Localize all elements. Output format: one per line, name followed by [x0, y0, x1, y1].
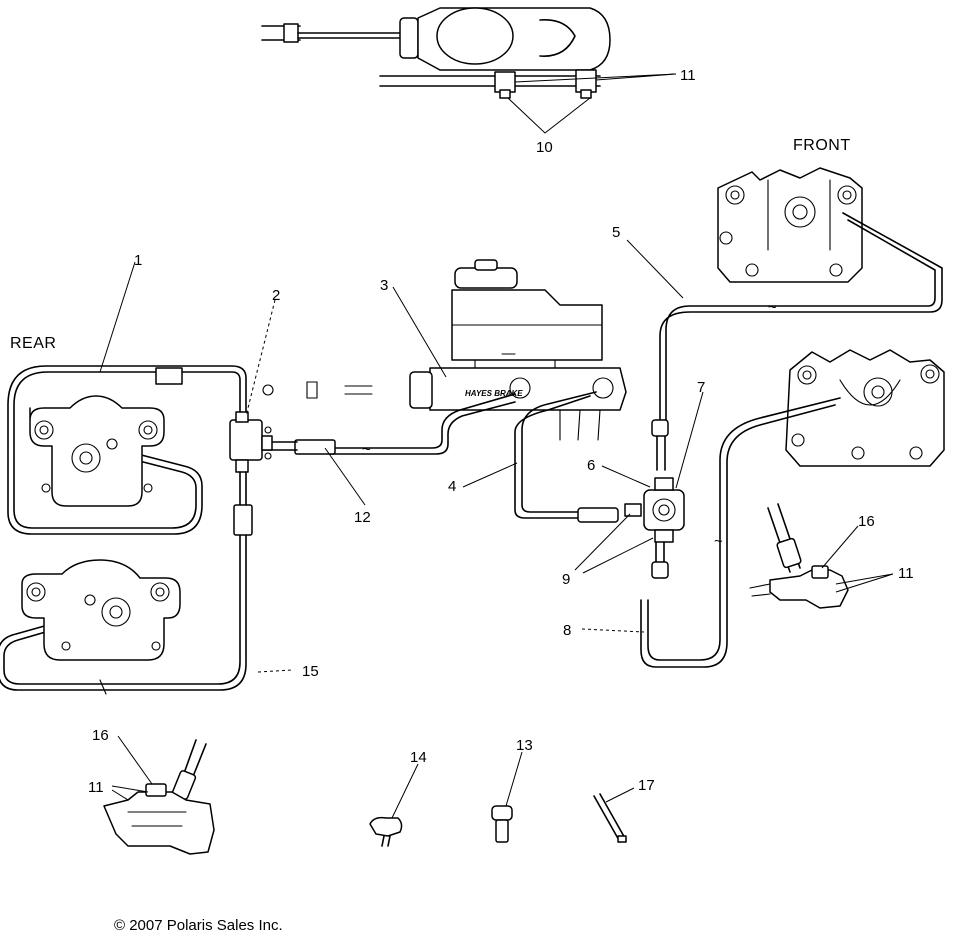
rear-caliper-lower: [21, 559, 181, 661]
hand-master-cylinder: [261, 7, 611, 99]
callout-16-bottom-label: 16: [92, 727, 109, 744]
callout-8: 8: [563, 622, 645, 639]
callout-14-label: 14: [410, 749, 427, 766]
part-14-clip: [369, 816, 403, 847]
line-15-fitting: [233, 504, 253, 536]
reservoir-bottom: [103, 739, 215, 855]
line-break-mark-2: ~: [714, 533, 723, 550]
rear-line-1-fitting: [155, 367, 183, 385]
front-brake-line-8: [640, 397, 841, 668]
part-17-tie-strap: [593, 793, 627, 843]
callout-13: 13: [505, 737, 533, 807]
rear-label: REAR: [10, 335, 56, 352]
callout-15: 15: [257, 663, 319, 680]
callout-9: 9: [562, 513, 654, 588]
front-caliper-upper: [717, 167, 863, 283]
line-break-mark: ~: [768, 299, 777, 316]
line-break-mark-3: ~: [362, 441, 371, 458]
callout-14: 14: [391, 749, 427, 819]
callout-11-top-label: 11: [680, 67, 696, 84]
callout-3: 3: [380, 277, 447, 378]
callout-2: 2: [245, 287, 280, 417]
master-cylinder-brand: HAYES BRAKE: [465, 389, 523, 398]
part-13-fastener: [491, 805, 513, 843]
callout-8-label: 8: [563, 622, 571, 639]
front-tee-block: [624, 419, 685, 579]
callout-5: 5: [612, 224, 684, 299]
reservoir-right: [749, 503, 849, 609]
front-label: FRONT: [793, 137, 851, 154]
brake-line-12: [329, 393, 516, 455]
callout-17: 17: [605, 777, 655, 803]
copyright: © 2007 Polaris Sales Inc.: [114, 917, 283, 934]
front-brake-line-5: [659, 212, 943, 421]
rear-caliper-upper: [29, 395, 165, 507]
callout-4-label: 4: [448, 478, 456, 495]
callout-17-label: 17: [638, 777, 655, 794]
callout-11-right: 11: [835, 565, 914, 593]
foot-master-cylinder: HAYES BRAKE: [409, 259, 627, 441]
callout-1-label: 1: [134, 252, 142, 269]
callout-7: 7: [675, 379, 705, 489]
callout-15-label: 15: [302, 663, 319, 680]
rear-brake-line-15: [0, 471, 247, 691]
callout-16-bottom: 16: [92, 727, 153, 785]
callout-11-bottom-label: 11: [88, 779, 104, 796]
line-12-fitting: [294, 439, 336, 455]
line-4-fitting: [577, 507, 619, 523]
callout-10: 10: [507, 97, 591, 156]
callout-16-right: 16: [821, 513, 875, 569]
callout-9-label: 9: [562, 571, 570, 588]
front-caliper-lower: [785, 349, 945, 467]
callout-10-label: 10: [536, 139, 553, 156]
rear-brake-line-1: [7, 365, 247, 535]
callout-12-label: 12: [354, 509, 371, 526]
callout-2-label: 2: [272, 287, 280, 304]
callout-3-label: 3: [380, 277, 388, 294]
callout-11-top: 11: [514, 67, 696, 84]
callout-4: 4: [448, 462, 518, 495]
callout-11-bottom: 11: [88, 779, 149, 801]
callout-1: 1: [99, 252, 142, 373]
callout-5-label: 5: [612, 224, 620, 241]
callout-7-label: 7: [697, 379, 705, 396]
callout-11-right-label: 11: [898, 565, 914, 582]
callout-13-label: 13: [516, 737, 533, 754]
brake-pushrod: [262, 381, 373, 399]
callout-6: 6: [587, 457, 651, 488]
brake-line-4: [514, 391, 597, 519]
callout-12: 12: [324, 447, 371, 526]
rear-tee-block: [229, 411, 273, 473]
callout-16-right-label: 16: [858, 513, 875, 530]
callout-6-label: 6: [587, 457, 595, 474]
